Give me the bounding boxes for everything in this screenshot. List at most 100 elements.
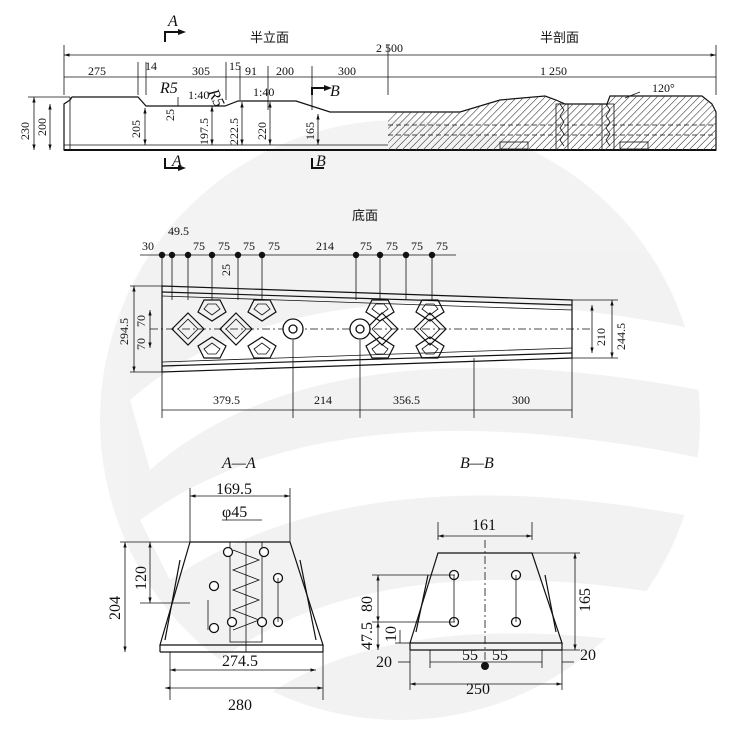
bb-dim-161: 161 xyxy=(472,517,496,534)
dim-h165: 165 xyxy=(303,122,317,140)
slope-1-40-b: 1:40 xyxy=(253,85,274,99)
bb-dim-165: 165 xyxy=(577,588,594,612)
bv-dim-75f: 75 xyxy=(386,239,398,253)
bv-diamond-pattern xyxy=(171,299,447,359)
hatch-line xyxy=(646,96,703,150)
bv-dim-70a: 70 xyxy=(134,315,148,327)
bv-hex-pocket xyxy=(365,299,395,322)
hatch-line xyxy=(625,96,682,150)
section-a-marker-bottom xyxy=(164,158,178,169)
bv-dim-25: 25 xyxy=(219,264,233,276)
bv-dim-214b: 214 xyxy=(314,393,332,407)
elevation-right-title: 半剖面 xyxy=(540,31,579,46)
hatch-line xyxy=(590,96,647,150)
bv-dim-214: 214 xyxy=(316,239,334,253)
bv-hex-pocket xyxy=(247,299,277,322)
hatch-line xyxy=(499,96,556,150)
aa-rebar xyxy=(208,580,220,592)
hatch-line xyxy=(562,96,619,150)
bv-hex-pocket xyxy=(365,336,395,359)
radius-r5-b: R5 xyxy=(204,86,227,110)
bb-dim-20b: 20 xyxy=(580,647,596,664)
aa-dim-169: 169.5 xyxy=(216,481,252,498)
hatch-line xyxy=(702,96,716,150)
dim-91: 91 xyxy=(245,64,257,78)
hatch-line xyxy=(674,96,716,150)
bv-dim-70b: 70 xyxy=(134,338,148,350)
hatch-line xyxy=(709,96,716,150)
hatch-line xyxy=(457,96,514,150)
hatch-line xyxy=(695,96,716,150)
hatch-line xyxy=(688,96,716,150)
bv-dim-75e: 75 xyxy=(360,239,372,253)
hatch-line xyxy=(597,96,654,150)
hatch-line xyxy=(583,96,640,150)
section-b-marker-bottom xyxy=(311,158,324,169)
aa-rebar xyxy=(226,616,238,628)
dim-h222: 222.5 xyxy=(227,118,241,145)
bv-dim-75d: 75 xyxy=(268,239,280,253)
hatch-line xyxy=(443,96,500,150)
hatch-line xyxy=(731,94,740,150)
bv-dim-30: 30 xyxy=(142,239,154,253)
hatch-line xyxy=(632,96,689,150)
bv-dim-75g: 75 xyxy=(411,239,423,253)
aa-dim-280: 280 xyxy=(228,697,252,714)
dim-h197: 197.5 xyxy=(197,118,211,145)
bv-hex-pocket xyxy=(415,299,445,322)
hatch-line xyxy=(639,96,696,150)
bb-dim-55a: 55 xyxy=(462,647,478,664)
section-bb: B—B 161 165 80 47.5 10 20 55 55 xyxy=(359,455,596,698)
bb-dim-20a: 20 xyxy=(376,654,392,671)
dim-15: 15 xyxy=(229,59,241,73)
bv-diamond xyxy=(171,312,205,346)
hatch-line xyxy=(667,96,716,150)
bv-hex-pocket xyxy=(197,336,227,359)
bv-dim-75a: 75 xyxy=(193,239,205,253)
hatch-line xyxy=(492,96,549,150)
hatch-line xyxy=(569,96,626,150)
bv-dim-210: 210 xyxy=(594,328,608,346)
bv-hex-pocket xyxy=(197,299,227,322)
sleeve-spiral-a xyxy=(559,103,565,147)
bv-hex-pocket xyxy=(247,336,277,359)
dim-h25: 25 xyxy=(163,109,177,121)
section-aa-title: A—A xyxy=(221,455,256,472)
bb-dim-47: 47.5 xyxy=(359,622,376,650)
bv-hex-pocket xyxy=(415,336,445,359)
section-b-marker-top xyxy=(311,87,324,95)
hatch-line xyxy=(618,96,675,150)
hatch-line xyxy=(717,94,740,150)
dim-h230: 230 xyxy=(18,122,32,140)
radius-r5-a: R5 xyxy=(159,80,178,97)
hatch-line xyxy=(478,96,535,150)
aa-dim-120: 120 xyxy=(133,566,150,590)
elevation-left-title: 半立面 xyxy=(250,31,289,46)
svg-text:B: B xyxy=(330,83,340,100)
bv-dim-300: 300 xyxy=(512,393,530,407)
sleeve-spiral-b xyxy=(605,103,611,147)
section-aa: A—A 169.5 φ45 120 204 274.5 280 xyxy=(107,455,324,714)
hatch-line xyxy=(464,96,521,150)
hatch-line xyxy=(724,94,740,150)
bv-dim-49: 49.5 xyxy=(168,224,189,238)
angle-120: 120° xyxy=(652,81,675,95)
bv-diamond xyxy=(219,312,253,346)
bottom-view-title: 底面 xyxy=(352,208,378,224)
hatch-line xyxy=(653,96,710,150)
watermark-logo xyxy=(100,120,710,720)
bv-diamond xyxy=(413,312,447,346)
hatch-line xyxy=(471,96,528,150)
hatch-line xyxy=(660,96,716,150)
hatch-line xyxy=(681,96,716,150)
dim-275: 275 xyxy=(88,64,106,78)
bv-dim-244: 244.5 xyxy=(614,323,628,350)
aa-rebar xyxy=(258,546,270,558)
aa-dim-204: 204 xyxy=(107,596,124,620)
bv-dim-294: 294.5 xyxy=(117,318,131,345)
slope-1-40-a: 1:40 xyxy=(188,88,209,102)
aa-dim-phi45: φ45 xyxy=(222,504,247,521)
svg-text:B: B xyxy=(316,153,326,170)
dim-300: 300 xyxy=(338,64,356,78)
section-a-marker-top xyxy=(164,31,178,42)
